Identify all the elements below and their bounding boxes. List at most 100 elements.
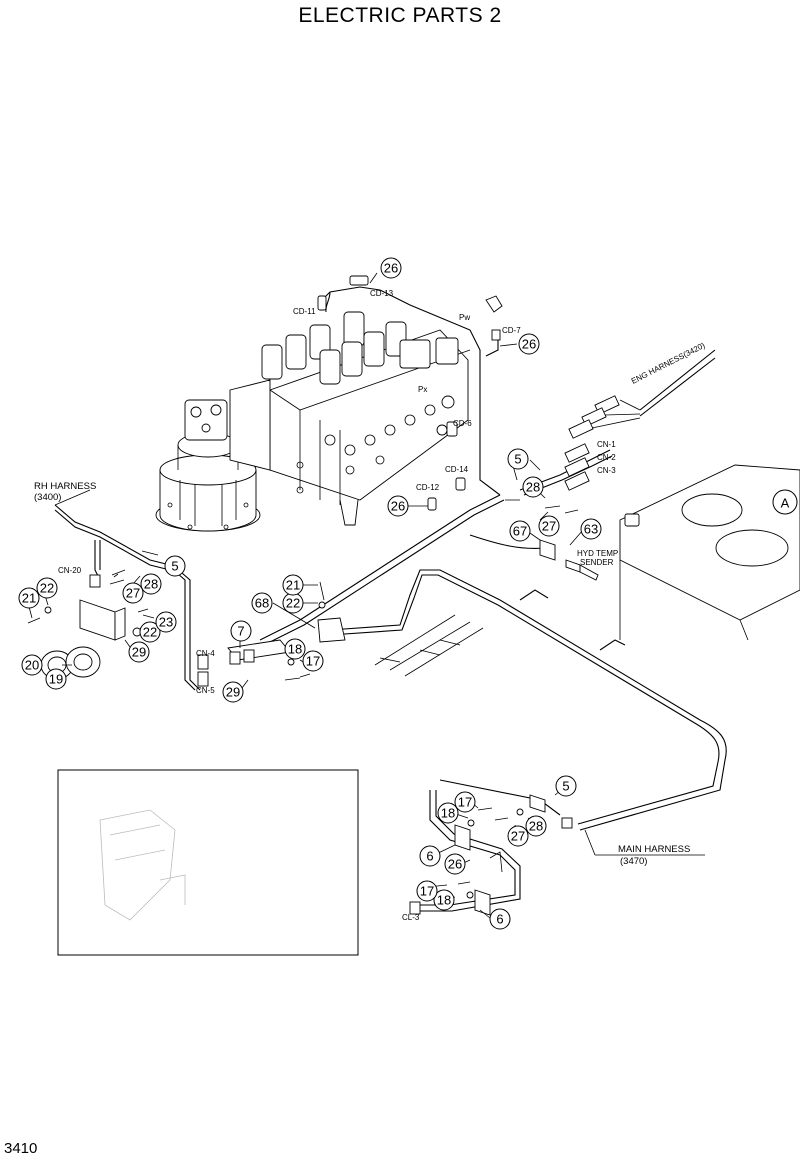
page-number: 3410 xyxy=(4,1140,38,1157)
svg-text:22: 22 xyxy=(143,625,157,640)
svg-text:26: 26 xyxy=(448,857,462,872)
svg-text:29: 29 xyxy=(132,645,146,660)
callout-5: 5 xyxy=(555,775,577,797)
callouts: 26 26 26 26 5 5 5 28 28 28 27 27 27 67 6… xyxy=(18,257,602,930)
svg-text:28: 28 xyxy=(526,480,540,495)
page-title: ELECTRIC PARTS 2 xyxy=(298,4,502,27)
cd11-label: CD-11 xyxy=(293,307,316,316)
svg-text:18: 18 xyxy=(437,893,451,908)
callout-28: 28 xyxy=(525,815,547,837)
detail-a-marker: A xyxy=(772,489,798,515)
svg-text:6: 6 xyxy=(426,849,433,864)
eng-harness-label: ENG HARNESS(3420) xyxy=(630,341,707,386)
svg-text:68: 68 xyxy=(255,596,269,611)
rh-harness-route xyxy=(54,504,201,691)
svg-text:7: 7 xyxy=(237,624,244,639)
valve-wire-pw xyxy=(379,289,501,496)
svg-text:28: 28 xyxy=(529,819,543,834)
callout-26: 26 xyxy=(387,495,409,517)
cd6-label: CD-6 xyxy=(453,419,472,428)
svg-text:23: 23 xyxy=(159,615,173,630)
callout-28: 28 xyxy=(522,476,544,498)
svg-text:29: 29 xyxy=(226,685,240,700)
svg-text:20: 20 xyxy=(25,658,39,673)
svg-text:17: 17 xyxy=(458,795,472,810)
cn2-label: CN-2 xyxy=(597,453,616,462)
callout-17: 17 xyxy=(416,880,438,902)
callout-17: 17 xyxy=(302,650,324,672)
callout-27: 27 xyxy=(507,825,529,847)
svg-text:17: 17 xyxy=(420,884,434,899)
callout-6: 6 xyxy=(489,908,511,930)
eng-harness-connectors xyxy=(564,349,716,491)
callout-21: 21 xyxy=(282,574,304,596)
cn4-label: CN-4 xyxy=(196,649,215,658)
callout-22: 22 xyxy=(282,592,304,614)
svg-text:18: 18 xyxy=(288,642,302,657)
svg-text:5: 5 xyxy=(514,452,521,467)
svg-text:67: 67 xyxy=(513,524,527,539)
callout-5: 5 xyxy=(507,448,529,470)
callout-22: 22 xyxy=(139,621,161,643)
hardware xyxy=(27,499,579,899)
cn3-label: CN-3 xyxy=(597,466,616,475)
main-harness-ref: (3470) xyxy=(620,856,647,867)
svg-text:19: 19 xyxy=(49,672,63,687)
callout-18: 18 xyxy=(284,638,306,660)
callout-18: 18 xyxy=(437,802,459,824)
callout-23: 23 xyxy=(155,611,177,633)
cn5-label: CN-5 xyxy=(196,686,215,695)
rh-harness-ref: (3400) xyxy=(34,492,61,503)
rh-harness-label: RH HARNESS xyxy=(34,481,96,492)
callout-29: 29 xyxy=(128,641,150,663)
cd7-label: CD-7 xyxy=(502,326,521,335)
svg-text:26: 26 xyxy=(522,337,536,352)
callout-68: 68 xyxy=(251,592,273,614)
callout-6: 6 xyxy=(419,845,441,867)
svg-text:21: 21 xyxy=(22,591,36,606)
svg-text:A: A xyxy=(781,496,790,511)
svg-text:27: 27 xyxy=(511,829,525,844)
main-control-valve xyxy=(229,311,471,526)
cd14-label: CD-14 xyxy=(445,465,469,474)
connector-bracket xyxy=(197,617,346,687)
location-inset xyxy=(57,769,359,956)
callout-29: 29 xyxy=(222,681,244,703)
pw-label: Pw xyxy=(459,313,470,322)
sender-label: SENDER xyxy=(580,558,614,567)
main-harness-label: MAIN HARNESS xyxy=(618,844,690,855)
svg-text:6: 6 xyxy=(496,912,503,927)
diode-leads xyxy=(374,614,484,677)
valve-wire-cd13 xyxy=(321,286,381,313)
callout-5: 5 xyxy=(164,555,186,577)
cn20-label: CN-20 xyxy=(58,566,82,575)
svg-text:17: 17 xyxy=(306,654,320,669)
callout-21: 21 xyxy=(18,587,40,609)
svg-text:22: 22 xyxy=(40,581,54,596)
callout-67: 67 xyxy=(509,520,531,542)
callout-28: 28 xyxy=(140,573,162,595)
callout-26: 26 xyxy=(444,853,466,875)
callout-27: 27 xyxy=(122,582,144,604)
callout-26: 26 xyxy=(518,333,540,355)
callout-26: 26 xyxy=(380,257,402,279)
svg-text:22: 22 xyxy=(286,596,300,611)
callout-20: 20 xyxy=(21,654,43,676)
clip-assemblies xyxy=(409,794,573,916)
hydraulic-tank xyxy=(619,464,800,641)
cn1-label: CN-1 xyxy=(597,440,616,449)
svg-text:63: 63 xyxy=(584,522,598,537)
svg-text:27: 27 xyxy=(542,519,556,534)
svg-text:26: 26 xyxy=(391,499,405,514)
svg-text:27: 27 xyxy=(126,586,140,601)
cl3-label: CL-3 xyxy=(402,913,420,922)
svg-text:18: 18 xyxy=(441,806,455,821)
svg-text:21: 21 xyxy=(286,578,300,593)
hyd-temp-label: HYD TEMP xyxy=(577,549,618,558)
callout-27: 27 xyxy=(538,515,560,537)
px-label: Px xyxy=(418,385,427,394)
callout-18: 18 xyxy=(433,889,455,911)
svg-text:26: 26 xyxy=(384,261,398,276)
hyd-temp-sender xyxy=(539,539,599,581)
